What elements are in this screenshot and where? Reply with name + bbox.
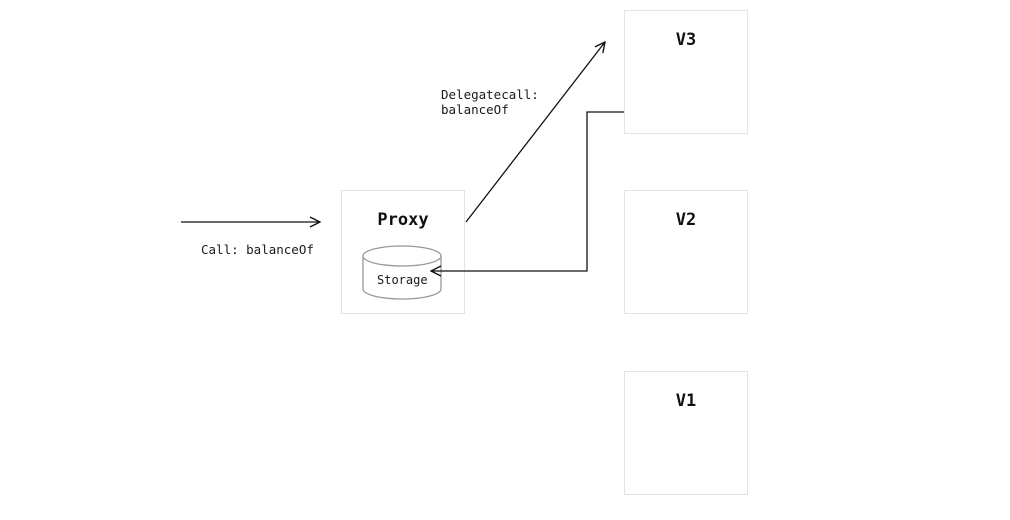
proxy-box: Proxy [341,190,465,314]
delegatecall-label-line2: balanceOf [441,102,509,117]
v3-box: V3 [624,10,748,134]
v1-title: V1 [675,391,697,411]
v2-title: V2 [675,210,697,230]
v1-box: V1 [624,371,748,495]
delegatecall-label-line1: Delegatecall: [441,87,539,102]
v2-box: V2 [624,190,748,314]
storage-label: Storage [377,273,428,287]
v3-title: V3 [675,30,697,50]
delegatecall-arrow [465,42,605,223]
call-label: Call: balanceOf [201,242,314,257]
proxy-title: Proxy [377,210,429,230]
